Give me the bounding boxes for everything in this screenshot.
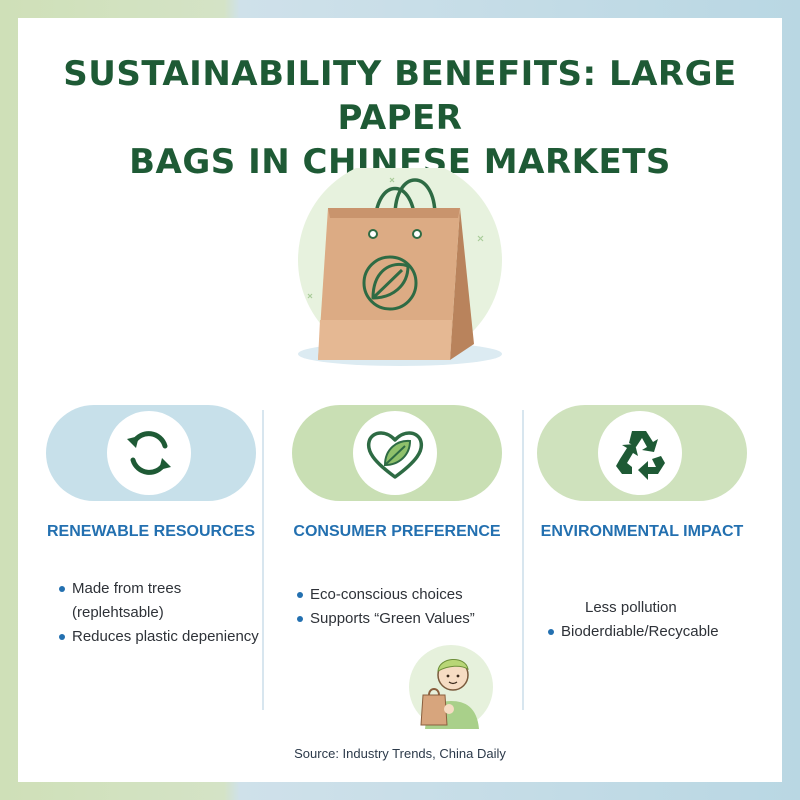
heart-leaf-icon (353, 411, 437, 495)
paper-bag-with-leaf-icon (280, 158, 520, 378)
list-item: Eco-conscious choices (294, 583, 534, 607)
bullet-list: Less pollution Bioderdiable/Recycable (545, 596, 785, 644)
column-heading: ENVIRONMENTAL IMPACT (540, 523, 744, 540)
list-item: Supports “Green Values” (294, 607, 534, 631)
column-divider-1 (262, 410, 264, 710)
source-caption: Source: Industry Trends, China Daily (294, 746, 506, 761)
column-heading: RENEWABLE RESOURCES (46, 523, 256, 540)
list-item: Reduces plastic depeniency (56, 625, 296, 649)
list-item: Less pollution (585, 599, 677, 616)
infographic-card (18, 18, 782, 782)
list-item: Bioderdiable/Recycable (545, 620, 785, 644)
column-divider-2 (522, 410, 524, 710)
renew-arrows-icon (107, 411, 191, 495)
bullet-list: Eco-conscious choices Supports “Green Va… (294, 583, 534, 631)
column-heading: CONSUMER PREFERENCE (293, 523, 501, 540)
page-title: SUSTAINABILITY BENEFITS: LARGE PAPER BAG… (0, 52, 800, 184)
list-item: Made from trees (56, 577, 296, 601)
bullet-list: Made from trees (replehtsable) Reduces p… (56, 577, 296, 649)
icon-pill (537, 405, 747, 501)
icon-pill (292, 405, 502, 501)
person-with-bag-icon (405, 643, 495, 733)
title-line-1: SUSTAINABILITY BENEFITS: LARGE PAPER (63, 54, 737, 138)
icon-pill (46, 405, 256, 501)
list-item: (replehtsable) (72, 604, 164, 621)
recycle-icon (598, 411, 682, 495)
